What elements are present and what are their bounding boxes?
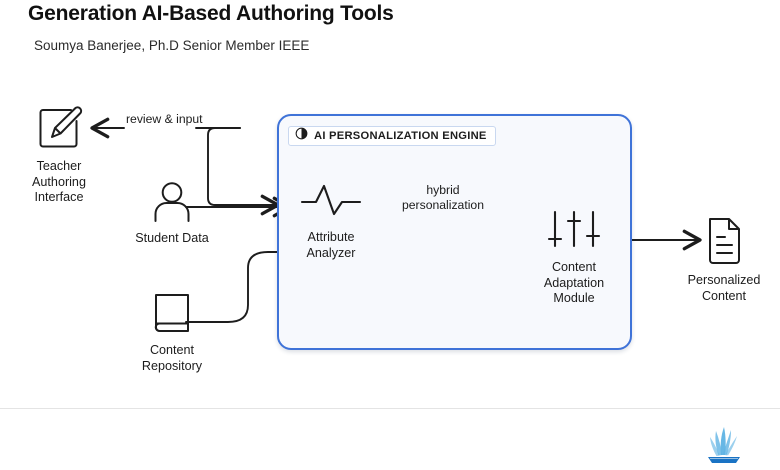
footer-divider (0, 408, 780, 409)
ai-personalization-engine-panel[interactable]: AI PERSONALIZATION ENGINE (277, 114, 632, 350)
node-label: Teacher Authoring Interface (32, 159, 86, 204)
half-circle-contrast-icon (295, 127, 308, 145)
sliders-tuning-icon (545, 208, 603, 250)
pencil-edit-square-icon (33, 104, 85, 152)
engine-badge-label: AI PERSONALIZATION ENGINE (314, 130, 487, 142)
node-content-repository[interactable]: Content Repository (128, 290, 216, 374)
node-student-data[interactable]: Student Data (128, 180, 216, 247)
edge-repository-to-adaptation (185, 241, 540, 323)
node-label: Personalized Content (687, 273, 761, 303)
page-title: Generation AI-Based Authoring Tools (28, 2, 394, 25)
node-attribute-analyzer[interactable]: Attribute Analyzer (288, 180, 374, 261)
edge-review-input (90, 117, 280, 216)
page-subtitle: Soumya Banerjee, Ph.D Senior Member IEEE (34, 38, 310, 53)
engine-badge: AI PERSONALIZATION ENGINE (288, 126, 496, 146)
node-personalized-content[interactable]: Personalized Content (676, 216, 772, 304)
edge-label-review-input: review & input (126, 112, 203, 126)
node-label: Content Repository (141, 343, 203, 373)
document-lines-icon (703, 216, 745, 266)
node-label: Student Data (135, 231, 209, 245)
person-icon (150, 180, 194, 224)
node-label: Content Adaptation Module (543, 260, 605, 305)
node-content-adaptation-module[interactable]: Content Adaptation Module (528, 208, 620, 307)
pulse-waveform-icon (300, 180, 362, 220)
blue-fan-feather-logo (700, 424, 758, 466)
edge-label-hybrid-personalization: hybrid personalization (402, 183, 484, 212)
node-teacher-authoring-interface[interactable]: Teacher Authoring Interface (10, 104, 108, 206)
node-label: Attribute Analyzer (306, 230, 356, 260)
book-database-icon (150, 290, 194, 336)
